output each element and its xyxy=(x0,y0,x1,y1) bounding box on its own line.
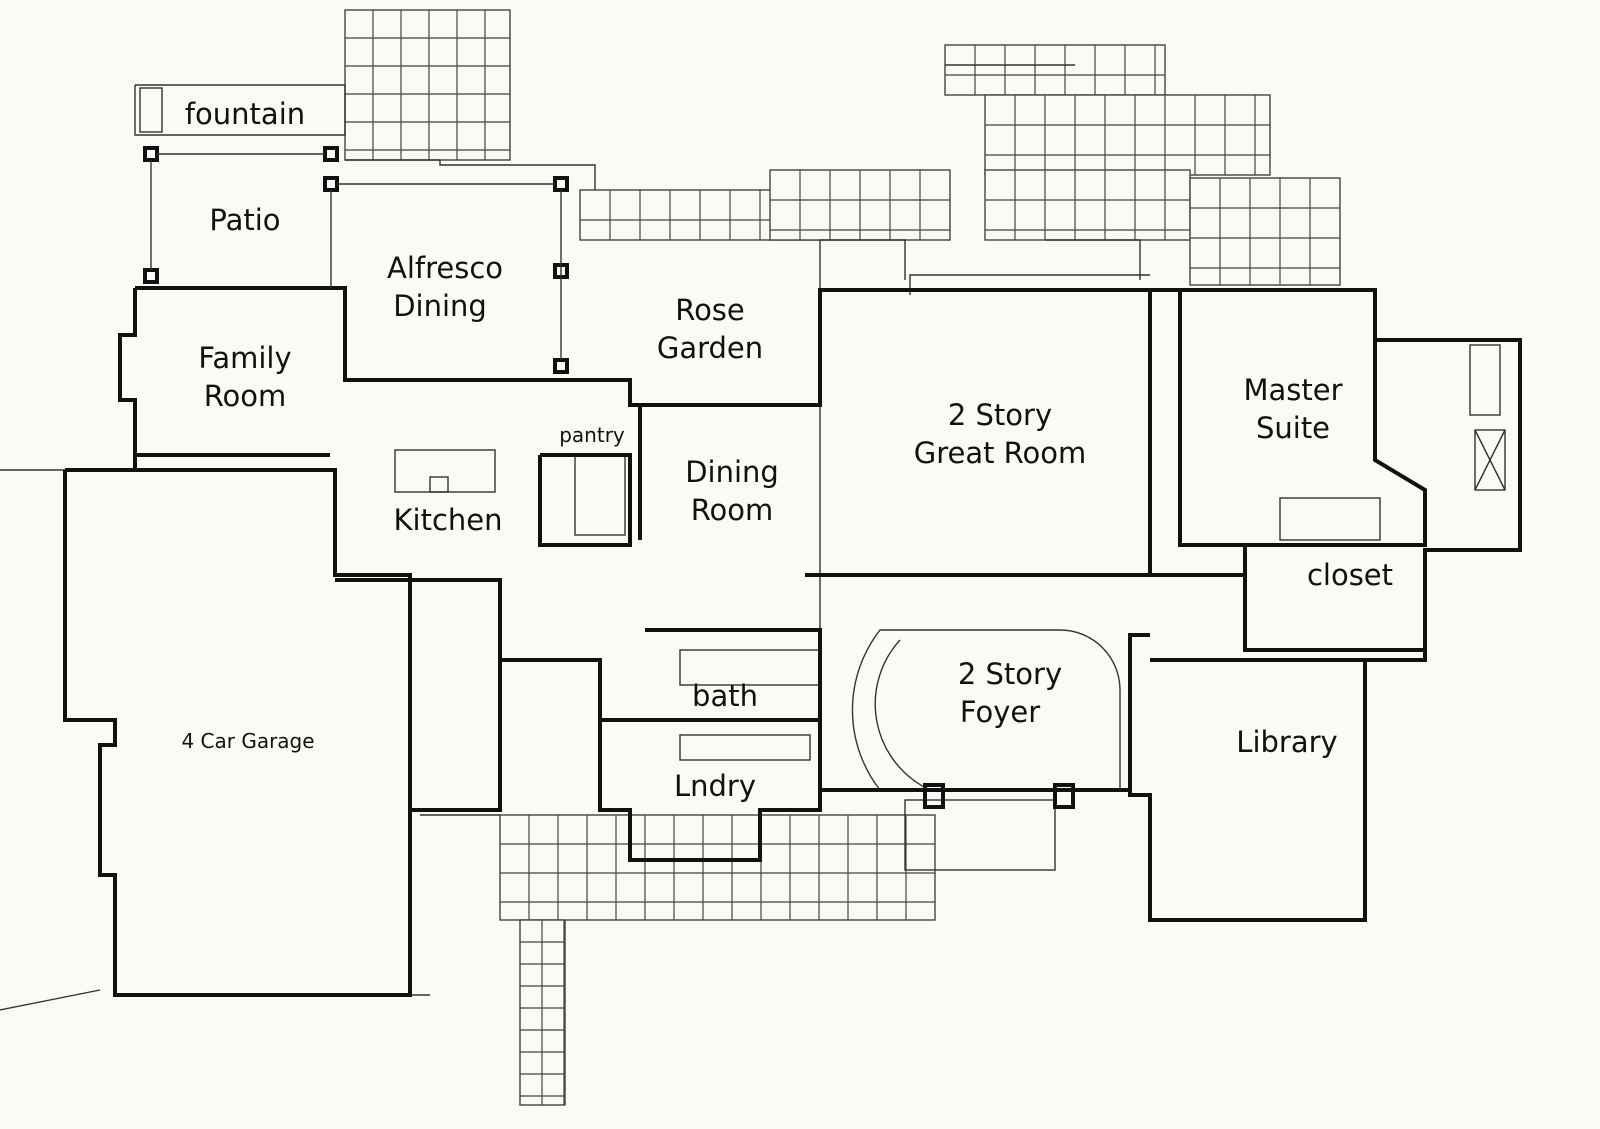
paving-area xyxy=(984,94,1271,176)
label-dining-1: Dining xyxy=(685,455,779,489)
paving-area xyxy=(499,814,936,921)
label-family-2: Room xyxy=(204,379,287,413)
label-foyer-2: Foyer xyxy=(960,695,1040,729)
label-patio: Patio xyxy=(209,203,280,237)
label-kitchen: Kitchen xyxy=(394,503,503,537)
label-rose-2: Garden xyxy=(657,331,763,365)
label-closet: closet xyxy=(1307,558,1393,592)
label-master-1: Master xyxy=(1243,373,1342,407)
label-pantry: pantry xyxy=(559,423,625,447)
label-fountain: fountain xyxy=(185,97,305,131)
label-laundry: Lndry xyxy=(674,769,756,803)
label-master-2: Suite xyxy=(1256,411,1330,445)
paving-area xyxy=(944,44,1166,96)
label-great-1: 2 Story xyxy=(948,398,1052,432)
label-alfresco-2: Dining xyxy=(393,289,487,323)
label-family-1: Family xyxy=(198,341,291,375)
label-foyer-1: 2 Story xyxy=(958,657,1062,691)
label-great-2: Great Room xyxy=(914,436,1087,470)
label-garage: 4 Car Garage xyxy=(181,729,314,753)
label-dining-2: Room xyxy=(691,493,774,527)
label-rose-1: Rose xyxy=(675,293,745,327)
walls xyxy=(63,146,1522,997)
paving-grids xyxy=(344,9,1341,1106)
label-bath: bath xyxy=(692,679,758,713)
paving-area xyxy=(984,169,1191,241)
room-labels: fountain Patio Alfresco Dining Rose Gard… xyxy=(181,97,1393,803)
label-alfresco-1: Alfresco xyxy=(387,251,503,285)
paving-area xyxy=(1189,177,1341,286)
label-library: Library xyxy=(1236,725,1337,759)
